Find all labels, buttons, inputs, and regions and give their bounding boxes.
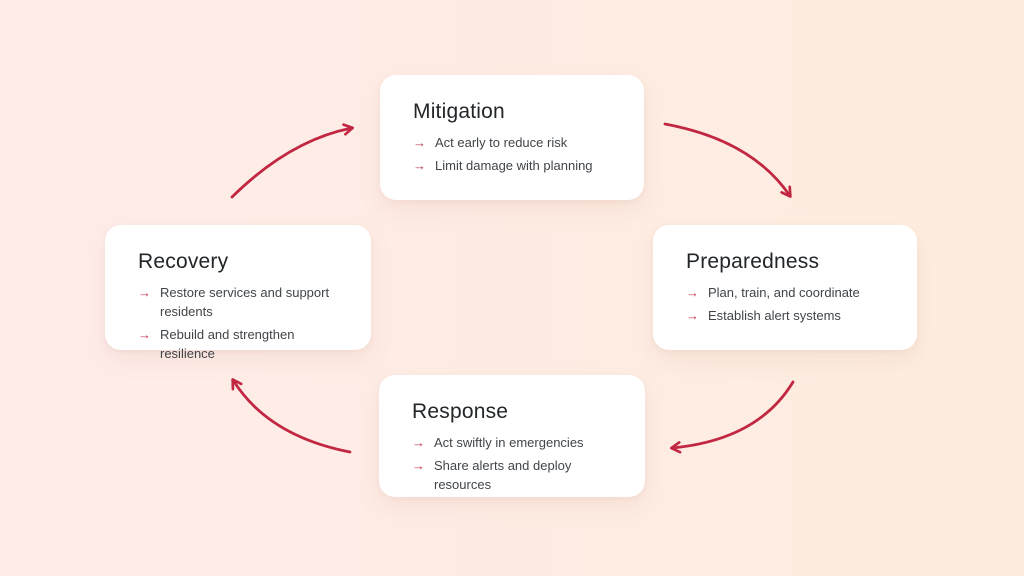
bullet-text: Act early to reduce risk	[435, 135, 568, 150]
arrow-recovery-to-mitigation	[230, 123, 355, 199]
response-bullet-2: → Share alerts and deploy resources	[412, 456, 612, 494]
right-arrow-icon: →	[413, 135, 426, 150]
preparedness-card: Preparedness → Plan, train, and coordina…	[653, 225, 917, 350]
arrow-preparedness-to-response	[669, 380, 795, 454]
preparedness-bullet-1: → Plan, train, and coordinate	[686, 283, 884, 302]
recovery-bullet-2: → Rebuild and strengthen resilience	[138, 325, 338, 363]
recovery-title: Recovery	[138, 250, 229, 273]
response-title: Response	[412, 400, 509, 423]
right-arrow-icon: →	[138, 285, 151, 300]
preparedness-title: Preparedness	[686, 250, 820, 273]
recovery-card: Recovery → Restore services and support …	[105, 225, 371, 361]
right-arrow-icon: →	[412, 435, 425, 450]
response-card: Response → Act swiftly in emergencies → …	[379, 375, 645, 497]
response-bullet-1: → Act swiftly in emergencies	[412, 433, 612, 452]
right-arrow-icon: →	[686, 308, 699, 323]
arrow-mitigation-to-preparedness	[663, 122, 792, 198]
bullet-text: Restore services and support residents	[160, 285, 330, 319]
right-arrow-icon: →	[413, 158, 426, 173]
bullet-text: Limit damage with planning	[435, 158, 593, 173]
bullet-text: Act swiftly in emergencies	[434, 435, 584, 450]
bullet-text: Establish alert systems	[708, 308, 841, 323]
right-arrow-icon: →	[686, 285, 699, 300]
right-arrow-icon: →	[138, 327, 151, 342]
mitigation-bullet-2: → Limit damage with planning	[413, 156, 611, 175]
mitigation-card: Mitigation → Act early to reduce risk → …	[380, 75, 644, 200]
preparedness-bullet-2: → Establish alert systems	[686, 306, 884, 325]
arrow-response-to-recovery	[231, 378, 352, 454]
right-arrow-icon: →	[412, 458, 425, 473]
bullet-text: Plan, train, and coordinate	[708, 285, 860, 300]
recovery-bullet-1: → Restore services and support residents	[138, 283, 338, 321]
mitigation-title: Mitigation	[413, 100, 505, 123]
bullet-text: Share alerts and deploy resources	[434, 458, 572, 492]
bullet-text: Rebuild and strengthen resilience	[160, 327, 295, 361]
mitigation-bullet-1: → Act early to reduce risk	[413, 133, 611, 152]
